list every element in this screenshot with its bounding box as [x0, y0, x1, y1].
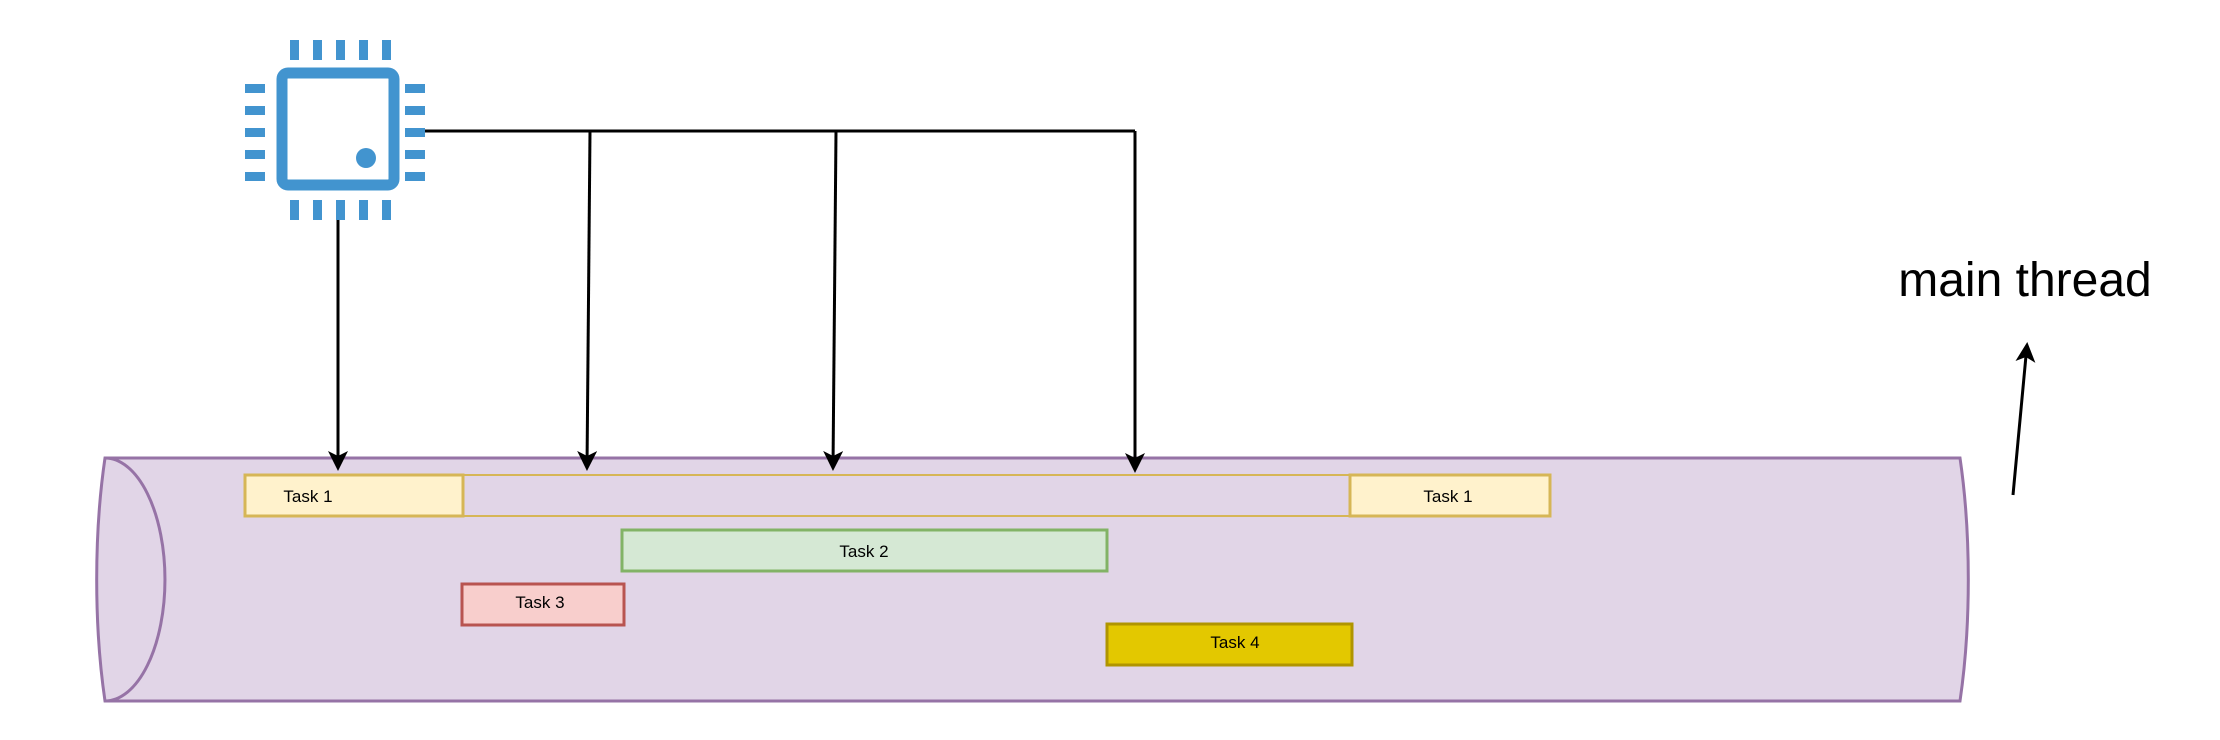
task4-block: Task 4: [1105, 622, 1354, 667]
task1-start-label: Task 1: [283, 487, 332, 506]
task3-block: Task 3: [460, 582, 626, 627]
task2-label: Task 2: [839, 542, 888, 561]
task1-start-block: Task 1: [243, 473, 465, 518]
main-thread-label: main thread: [1898, 254, 2151, 307]
arrow-to-task2: [823, 130, 844, 471]
task3-label: Task 3: [515, 593, 564, 612]
task1-end-block: Task 1: [1348, 473, 1552, 518]
arrow-to-task3: [577, 130, 598, 471]
main-thread-pipe: [95, 456, 1970, 703]
pipe-left-end: [104, 456, 167, 703]
pipe-body: [95, 456, 1970, 703]
cpu-connectors: [328, 129, 1145, 473]
main-thread-pointer-arrow: [2011, 342, 2036, 496]
task4-label: Task 4: [1210, 633, 1259, 652]
task1-end-label: Task 1: [1423, 487, 1472, 506]
cpu-chip-icon: [245, 40, 425, 220]
task2-block: Task 2: [620, 528, 1109, 573]
